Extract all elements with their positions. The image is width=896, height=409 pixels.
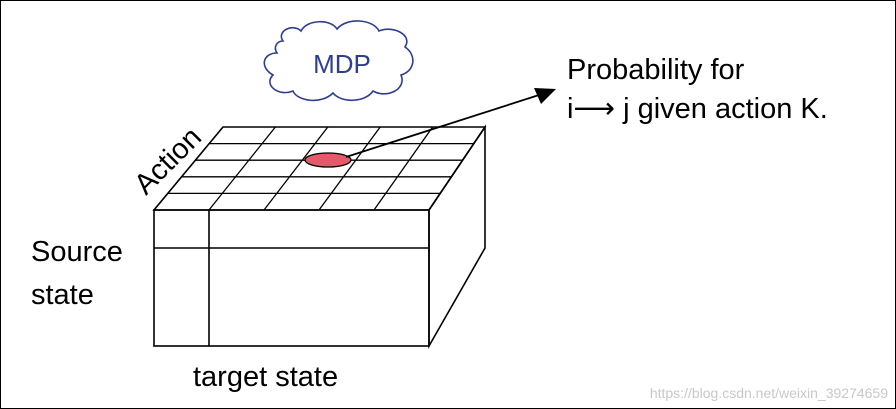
grid-column-line xyxy=(373,126,434,211)
grid-column-line xyxy=(208,126,276,211)
cube-top-face xyxy=(152,126,487,211)
cube-right-face xyxy=(428,124,486,350)
action-axis-label: Action xyxy=(128,121,208,201)
mdp-cloud-label: MDP xyxy=(313,49,371,79)
cube-front-face xyxy=(153,209,430,347)
annotation-arrow-line xyxy=(345,94,540,158)
annotation-arrow-head xyxy=(534,88,556,104)
source-state-label-line2: state xyxy=(31,279,94,311)
top-face-grid xyxy=(167,126,474,211)
cube-outline xyxy=(152,124,487,350)
annotation-line1: Probability for xyxy=(567,54,745,86)
target-state-label: target state xyxy=(193,361,338,393)
mdp-cloud-shape xyxy=(263,20,414,102)
grid-column-line xyxy=(263,126,329,211)
annotation-line2: i⟶ j given action K. xyxy=(567,93,828,125)
highlighted-probability-cell xyxy=(304,152,352,168)
watermark-text: https://blog.csdn.net/weixin_39274659 xyxy=(650,385,888,401)
grid-column-line xyxy=(318,126,381,211)
source-state-label-line1: Source xyxy=(31,236,123,268)
